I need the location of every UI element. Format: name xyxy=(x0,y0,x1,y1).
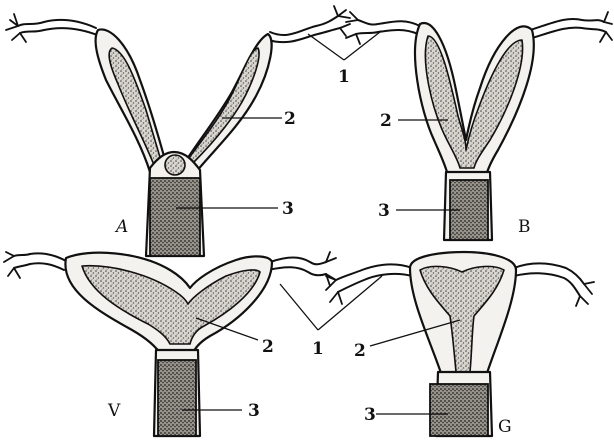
label-2-b: 2 xyxy=(380,111,392,131)
panel-a-left-tube xyxy=(6,14,100,42)
panel-letter-a: A xyxy=(114,217,128,237)
label-2-a: 2 xyxy=(284,109,296,129)
panel-letter-g: G xyxy=(498,417,512,437)
panel-a-left-fimbria xyxy=(6,14,26,42)
panel-letter-v: V xyxy=(107,401,121,421)
panel-v xyxy=(4,252,336,436)
label-3-v: 3 xyxy=(248,401,260,421)
label-3-a: 3 xyxy=(282,199,294,219)
panel-v-vagina xyxy=(158,360,196,436)
leader-1-bottom-right xyxy=(318,276,382,330)
label-2-g: 2 xyxy=(354,341,366,361)
panel-a-cervical-canal xyxy=(165,155,185,175)
label-1-bottom: 1 xyxy=(312,339,324,359)
label-1-top: 1 xyxy=(338,67,350,87)
panel-g-vagina xyxy=(430,384,488,436)
label-2-v: 2 xyxy=(262,337,274,357)
panel-letter-b: B xyxy=(518,217,531,237)
panel-a-vagina xyxy=(150,178,200,256)
label-3-g: 3 xyxy=(364,405,376,425)
panel-a xyxy=(6,6,350,256)
leader-1-top-left xyxy=(308,34,344,60)
panel-b-left-tube xyxy=(346,12,420,44)
panel-v-left-tube xyxy=(4,252,68,278)
label-3-b: 3 xyxy=(378,201,390,221)
panel-v-right-tube xyxy=(268,252,336,286)
panel-a-right-tube xyxy=(268,6,350,42)
panel-g-right-tube xyxy=(514,264,594,307)
panel-b-right-tube xyxy=(530,12,612,42)
leader-1-bottom-left xyxy=(280,284,318,330)
panel-g-left-tube xyxy=(326,264,412,304)
panel-b-right-fimbria xyxy=(600,12,612,42)
